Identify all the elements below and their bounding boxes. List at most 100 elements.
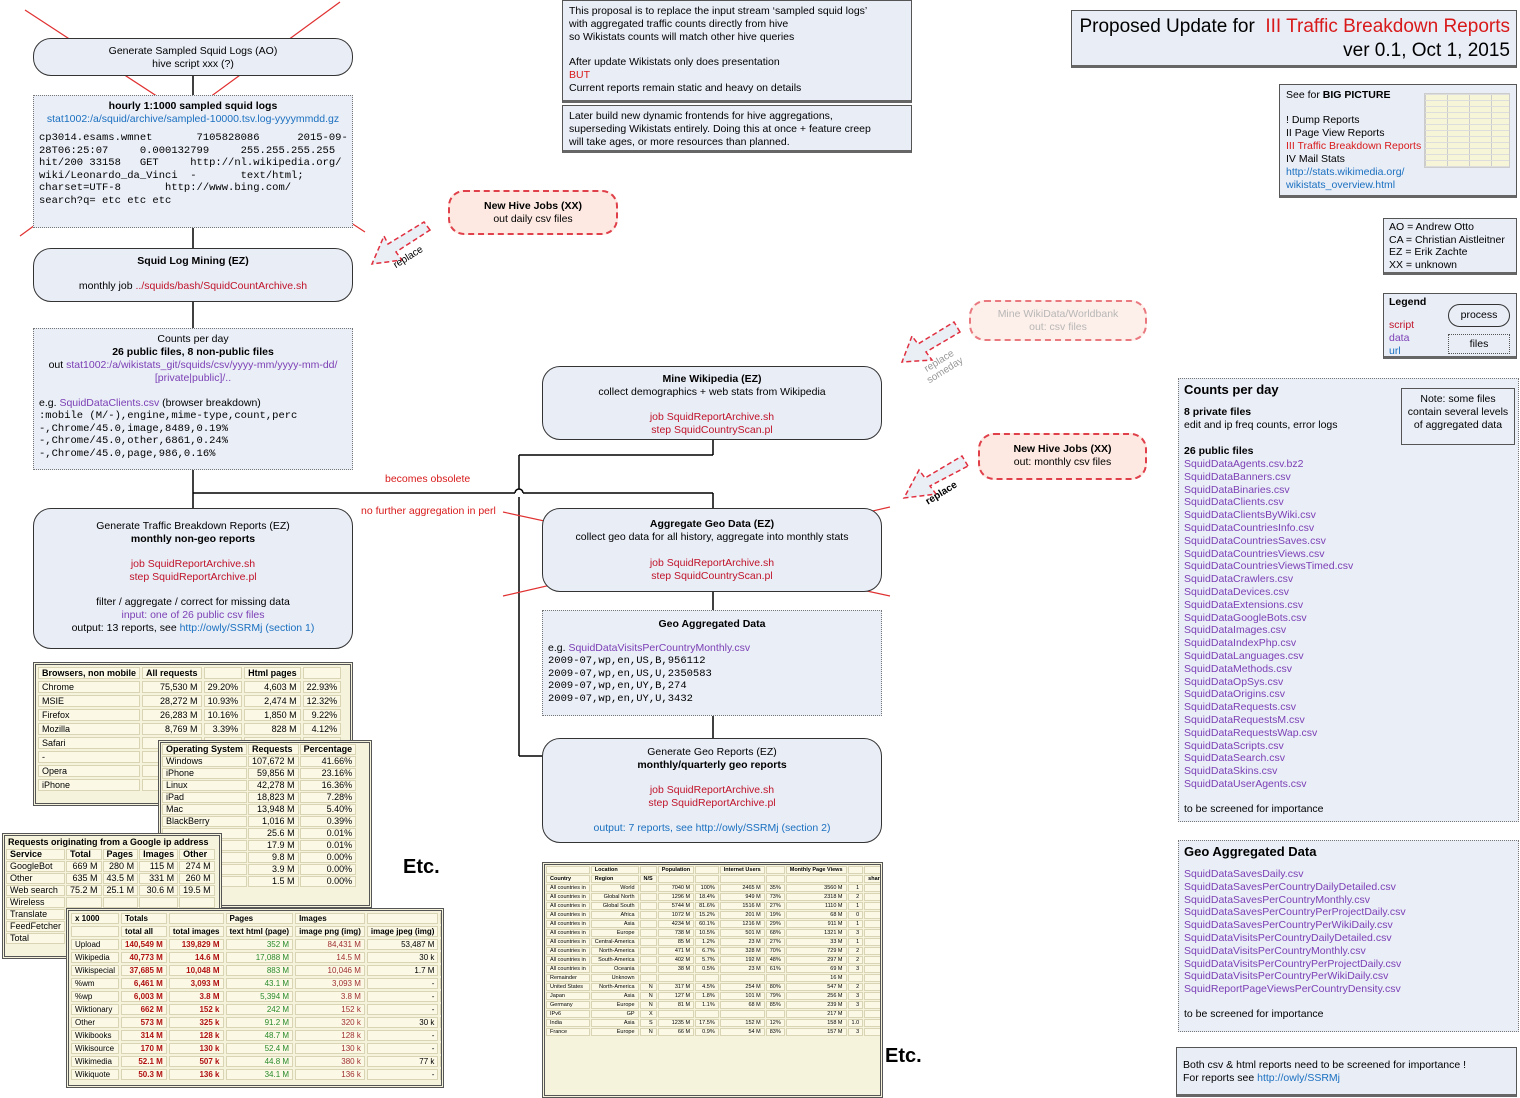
data-file-link[interactable]: SquidDataExtensions.csv [1184,598,1304,611]
data-file-link[interactable]: SquidDataSavesPerCountryPerProjectDaily.… [1184,906,1406,919]
data-file-link[interactable]: SquidDataUserAgents.csv [1184,777,1307,790]
data-file-link[interactable]: SquidDataRequestsM.csv [1184,713,1305,726]
data-file-link[interactable]: SquidDataVisitsPerCountryDailyDetailed.c… [1184,931,1392,944]
table-cell: - [440,1017,441,1028]
step-script: step SquidCountryScan.pl [651,570,773,582]
data-file-link[interactable]: SquidDataSkins.csv [1184,765,1278,778]
table-cell: 5.40% [299,804,357,815]
step-script: step SquidReportArchive.pl [129,571,257,583]
data-file-link[interactable]: SquidDataCountriesViewsTimed.csv [1184,560,1354,573]
data-file-link[interactable]: SquidDataCrawlers.csv [1184,573,1294,586]
table-cell: 68 M [719,1001,765,1009]
reports-link[interactable]: output: 7 reports, see http://owly/SSRMj… [593,822,831,834]
script-path: ../squids/bash/SquidCountArchive.sh [135,280,308,292]
table-cell: 1.1% [695,1001,719,1009]
data-file-link[interactable]: SquidDataSavesPerCountryDailyDetailed.cs… [1184,880,1396,893]
reports-link[interactable]: http://owly/SSRMj [179,622,263,634]
data-file-link[interactable]: SquidDataRequestsWap.csv [1184,726,1318,739]
table-cell: 192 M [719,956,765,964]
table-cell: 6,003 M [121,991,167,1002]
table-cell: 0.01% [299,840,357,851]
squid-log-mining-process: Squid Log Mining (EZ) monthly job ../squ… [33,248,353,302]
data-file-link[interactable]: SquidDataBanners.csv [1184,470,1291,483]
table-cell: - [440,1069,441,1080]
data-file-link[interactable]: SquidDataVisitsPerCountryPerWikiDaily.cs… [1184,970,1389,983]
etc-label: Etc. [885,1045,922,1067]
legend-files-shape: files [1448,334,1510,354]
data-file-link[interactable]: SquidDataImages.csv [1184,624,1287,637]
table-cell: 507 k [168,1056,224,1067]
eg-label: e.g. [548,642,566,654]
process-subtitle: out: csv files [1029,321,1087,333]
table-cell: 68% [765,929,785,937]
table-cell: 128 k [168,1030,224,1041]
table-cell: All countries in [546,965,590,973]
data-file-link[interactable]: SquidDataLanguages.csv [1184,649,1304,662]
table-cell: 7.28% [299,792,357,803]
data-file-link[interactable]: SquidDataSavesPerCountryMonthly.csv [1184,893,1370,906]
column-header [440,913,441,924]
table-cell: 10,048 M [168,965,224,976]
table-cell: 1516 M [719,902,765,910]
table-cell: 1235 M [657,1019,695,1027]
table-cell: 729 M [785,947,847,955]
data-path: stat1002:/a/squid/archive/sampled-10000.… [46,113,340,125]
data-file-link[interactable]: SquidDataOpSys.csv [1184,675,1284,688]
table-cell: 59,856 M [248,768,299,779]
data-file-link[interactable]: SquidDataRequests.csv [1184,701,1297,714]
data-file-link[interactable]: SquidDataSavesPerCountryPerWikiDaily.csv [1184,919,1393,932]
table-cell [639,938,657,946]
data-file-link[interactable]: SquidDataClientsByWiki.csv [1184,509,1316,522]
table-cell: 25.6 M [248,828,299,839]
table-cell: 10.16% [203,709,243,721]
table-cell [719,974,765,982]
data-file-link[interactable]: SquidDataAgents.csv.bz2 [1184,458,1304,470]
sample-line: 2009-07,wp,en,US,B,956112 [548,655,706,667]
table-cell: 170 M [121,1043,167,1054]
data-file-link[interactable]: SquidDataOrigins.csv [1184,688,1285,701]
data-file-link[interactable]: SquidDataVisitsPerCountryMonthly.csv [1184,944,1366,957]
table-cell: 19% [765,911,785,919]
table-cell: United States [546,983,590,991]
data-file-link[interactable]: SquidDataDevices.csv [1184,585,1290,598]
data-file-link[interactable]: SquidDataVisitsPerCountryPerProjectDaily… [1184,957,1402,970]
table-cell: Europe [590,929,639,937]
reports-link[interactable]: http://owly/SSRMj [1257,1072,1340,1084]
data-file-link[interactable]: SquidDataMethods.csv [1184,662,1292,675]
table-cell: All countries in [546,911,590,919]
data-file-link[interactable]: SquidDataClients.csv [1184,496,1284,509]
column-header [847,875,864,883]
sample-line: 2009-07,wp,en,US,U,2350583 [548,667,712,680]
data-file-link[interactable]: SquidDataCountriesViews.csv [1184,547,1325,560]
proposal-line: so Wikistats counts will match other hiv… [569,31,795,43]
table-cell: 152 M [719,1019,765,1027]
column-header [639,866,657,874]
column-header: Images [139,849,179,860]
data-file-link[interactable]: SquidDataIndexPhp.csv [1184,637,1297,650]
section-title: Counts per day [1184,382,1279,397]
table-cell: 36.2% [864,929,880,937]
table-cell: 1216 M [719,920,765,928]
table-row: %wm6,461 M3,093 M43.1 M3,093 M--3,323 M [71,978,441,989]
overview-link[interactable]: http://stats.wikimedia.org/ [1286,166,1405,178]
process-subtitle: out: monthly csv files [1013,456,1112,468]
data-file-link[interactable]: SquidDataBinaries.csv [1184,483,1290,496]
table-cell: 30 k [440,965,441,976]
data-file-link[interactable]: SquidDataSavesDaily.csv [1184,868,1304,880]
data-file-link[interactable]: SquidDataScripts.csv [1184,739,1284,752]
data-file-link[interactable]: SquidReportPageViewsPerCountryDensity.cs… [1184,983,1401,996]
table-cell: All countries in [546,920,590,928]
overview-thumbnail[interactable] [1424,93,1510,168]
table-cell: All countries in [546,938,590,946]
data-file-link[interactable]: SquidDataCountriesSaves.csv [1184,534,1326,547]
data-file-link[interactable]: SquidDataCountriesInfo.csv [1184,521,1315,534]
data-file-link[interactable]: SquidDataGoogleBots.csv [1184,611,1307,624]
table-cell: - [366,1069,439,1080]
overview-link-2[interactable]: wikistats_overview.html [1286,179,1396,191]
data-file-link[interactable]: SquidDataSearch.csv [1184,752,1285,765]
